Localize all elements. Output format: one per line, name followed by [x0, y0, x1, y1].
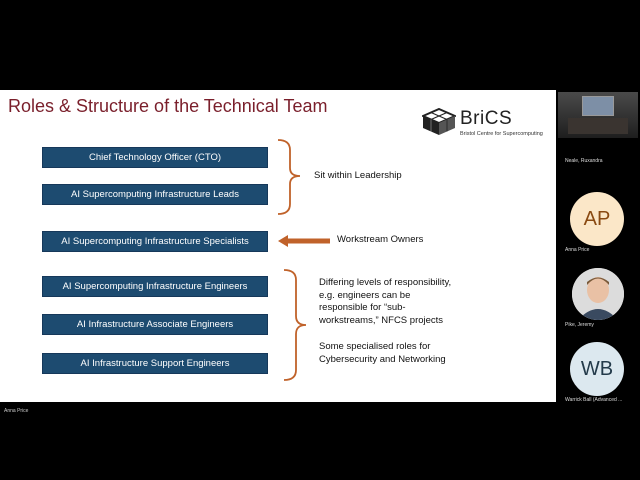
- participant-name-pike-jeremy: Pike, Jeremy: [565, 322, 594, 328]
- role-infrastructure-specialists: AI Supercomputing Infrastructure Special…: [42, 231, 268, 252]
- role-associate-engineers: AI Infrastructure Associate Engineers: [42, 314, 268, 335]
- engineers-bracket: [283, 269, 307, 381]
- note-workstream-owners: Workstream Owners: [337, 234, 424, 245]
- participant-name-neale: Neale, Ruxandra: [565, 158, 603, 164]
- logo-subtitle: Bristol Centre for Supercomputing: [460, 131, 543, 137]
- role-infrastructure-leads: AI Supercomputing Infrastructure Leads: [42, 184, 268, 205]
- brics-logo: BriCS Bristol Centre for Supercomputing: [422, 106, 552, 142]
- note-engineers: Differing levels of responsibility, e.g.…: [319, 277, 452, 326]
- person-photo-icon: [572, 268, 624, 320]
- logo-name: BriCS: [460, 108, 513, 129]
- avatar-warrick-ball[interactable]: WB: [570, 342, 624, 396]
- avatar-anna-price[interactable]: AP: [570, 192, 624, 246]
- brics-cube-icon: [422, 108, 456, 135]
- note-leadership: Sit within Leadership: [314, 170, 402, 181]
- avatar-pike-jeremy[interactable]: [572, 268, 624, 320]
- slide-title: Roles & Structure of the Technical Team: [8, 96, 328, 116]
- role-infrastructure-engineers: AI Supercomputing Infrastructure Enginee…: [42, 276, 268, 297]
- role-cto: Chief Technology Officer (CTO): [42, 147, 268, 168]
- participant-name-anna-price: Anna Price: [565, 247, 590, 253]
- workstream-arrow: [278, 235, 330, 247]
- presenter-name: Anna Price: [4, 408, 29, 414]
- role-support-engineers: AI Infrastructure Support Engineers: [42, 353, 268, 374]
- participant-name-warrick-ball: Warrick Ball (Advanced ...: [565, 397, 623, 403]
- note-specialised-roles: Some specialised roles for Cybersecurity…: [319, 341, 446, 365]
- participant-video-thumbnail[interactable]: [558, 92, 638, 138]
- leadership-bracket: [277, 139, 301, 215]
